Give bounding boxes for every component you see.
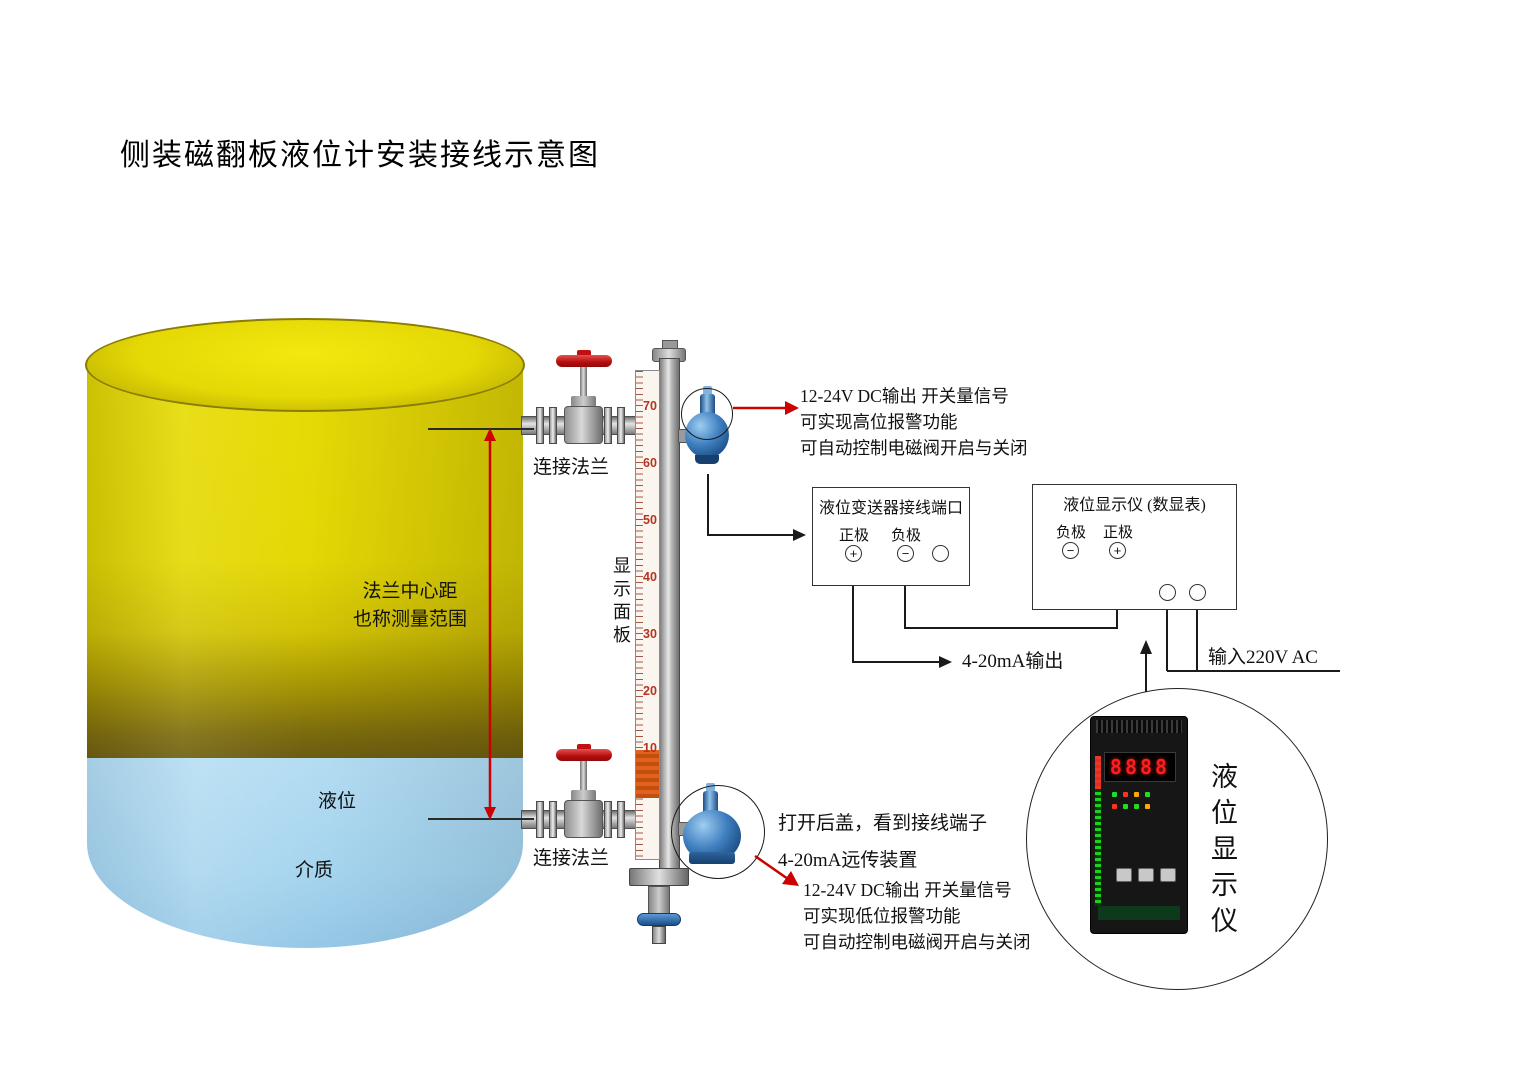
liquid-level-label: 液位 [318, 791, 357, 812]
transmitter-terminal-box: 液位变送器接线端口 正极 负极 + − [812, 487, 970, 586]
open-cover-note: 打开后盖，看到接线端子 [778, 813, 988, 834]
output-4-20ma-label: 4-20mA输出 [962, 651, 1064, 672]
gauge-level-indication [636, 750, 659, 798]
range-label-line2: 也称测量范围 [352, 609, 467, 630]
indicator-bargraph [1095, 756, 1101, 906]
high-alarm-highlight-circle [681, 388, 733, 440]
positive-terminal: + [845, 545, 862, 562]
flange-plate [536, 801, 544, 838]
negative-terminal: − [1062, 542, 1079, 559]
flange-plate [549, 407, 557, 444]
led [1112, 792, 1117, 797]
top-valve-body [564, 406, 603, 444]
bottom-valve-stem [580, 760, 587, 792]
positive-label: 正极 [839, 528, 870, 544]
indicator-button [1138, 868, 1154, 882]
low-alarm-line3: 可自动控制电磁阀开启与关闭 [803, 932, 1031, 952]
spare-terminal [932, 545, 949, 562]
bottom-flange-label: 连接法兰 [533, 848, 610, 869]
top-valve-hub [577, 350, 591, 357]
ac-terminal-2 [1189, 584, 1206, 601]
flange-plate [604, 407, 612, 444]
bottom-valve-body [564, 800, 603, 838]
indicator-button [1116, 868, 1132, 882]
bottom-valve-bonnet [571, 790, 596, 801]
top-flange-label: 连接法兰 [533, 457, 610, 478]
low-alarm-line2: 可实现低位报警功能 [803, 906, 961, 926]
negative-label: 负极 [891, 528, 922, 544]
gauge-scale-ticks [636, 371, 643, 859]
scale-number: 10 [643, 741, 657, 755]
positive-terminal: + [1109, 542, 1126, 559]
led [1145, 792, 1150, 797]
indicator-status-leds [1112, 804, 1150, 809]
high-alarm-line2: 可实现高位报警功能 [800, 412, 958, 432]
indicator-button [1160, 868, 1176, 882]
led [1112, 804, 1117, 809]
high-alarm-arrow [733, 401, 799, 415]
gauge-drain-tube [648, 886, 670, 916]
gauge-drain-valve [637, 913, 681, 926]
high-alarm-line3: 可自动控制电磁阀开启与关闭 [800, 438, 1028, 458]
flange-plate [617, 407, 625, 444]
led [1134, 804, 1139, 809]
scale-number: 60 [643, 456, 657, 470]
negative-terminal: − [897, 545, 914, 562]
display-box-title: 液位显示仪 (数显表) [1063, 497, 1206, 514]
medium-label: 介质 [295, 860, 334, 881]
scale-number: 20 [643, 684, 657, 698]
bottom-valve-handwheel [556, 749, 612, 761]
tank-body [87, 364, 523, 758]
led [1134, 792, 1139, 797]
led [1123, 804, 1128, 809]
remote-device-highlight-circle [671, 785, 765, 879]
remote-device-note: 4-20mA远传装置 [778, 850, 918, 871]
indicator-status-leds [1112, 792, 1150, 797]
top-valve-bonnet [571, 396, 596, 407]
negative-label: 负极 [1056, 525, 1087, 541]
gauge-drain-tip [652, 926, 666, 944]
high-alarm-note: 12-24V DC输出 开关量信号 可实现高位报警功能 可自动控制电磁阀开启与关… [800, 383, 1028, 461]
display-terminal-box: 液位显示仪 (数显表) 负极 正极 − + [1032, 484, 1237, 610]
flange-plate [536, 407, 544, 444]
led [1123, 792, 1128, 797]
flange-plate [604, 801, 612, 838]
led [1145, 804, 1150, 809]
transmitter-wire [707, 474, 806, 541]
scale-number: 50 [643, 513, 657, 527]
measure-range-label: 法兰中心距 也称测量范围 [340, 578, 480, 634]
page-title: 侧装磁翻板液位计安装接线示意图 [120, 139, 600, 172]
top-valve-handwheel [556, 355, 612, 367]
tank-top-cap [85, 318, 525, 412]
tank-liquid [87, 758, 523, 948]
input-220v-label: 输入220V AC [1208, 647, 1318, 668]
display-panel-label: 显示面板 [611, 556, 631, 648]
transmitter-box-title: 液位变送器接线端口 [818, 500, 963, 517]
indicator-label-strip [1098, 906, 1180, 920]
positive-label: 正极 [1103, 525, 1134, 541]
top-valve-stem [580, 366, 587, 398]
low-alarm-note: 12-24V DC输出 开关量信号 可实现低位报警功能 可自动控制电磁阀开启与关… [803, 877, 1031, 955]
high-alarm-line1: 12-24V DC输出 开关量信号 [800, 386, 1009, 406]
flange-plate [617, 801, 625, 838]
range-label-line1: 法兰中心距 [362, 581, 458, 602]
low-alarm-line1: 12-24V DC输出 开关量信号 [803, 880, 1012, 900]
ac-terminal-1 [1159, 584, 1176, 601]
flange-plate [549, 801, 557, 838]
indicator-vents [1096, 720, 1182, 733]
scale-number: 30 [643, 627, 657, 641]
digital-level-indicator [1090, 716, 1188, 934]
top-switch-base [695, 455, 719, 464]
scale-number: 70 [643, 399, 657, 413]
indicator-led-display: 8888 [1104, 752, 1176, 782]
scale-number: 40 [643, 570, 657, 584]
indicator-name-label: 液位显示仪 [1207, 762, 1237, 942]
bottom-valve-hub [577, 744, 591, 751]
gauge-float-tube [659, 358, 680, 870]
gauge-bottom-flange [629, 868, 689, 886]
